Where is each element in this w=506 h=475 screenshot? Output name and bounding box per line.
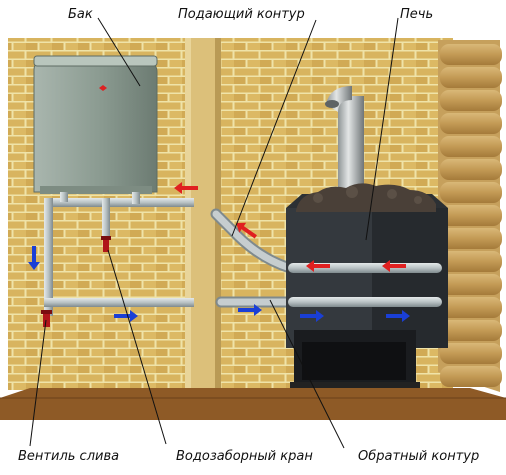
label-intake-tap: Водозаборный кран — [176, 449, 313, 464]
log-row — [440, 159, 502, 180]
log-row — [440, 182, 502, 203]
log-row — [440, 251, 502, 272]
red-arrow-icon — [174, 182, 198, 194]
tank-pipework — [44, 192, 194, 316]
blue-arrow-icon — [114, 310, 138, 322]
label-return-circuit: Обратный контур — [358, 449, 479, 464]
log-row — [440, 274, 502, 295]
label-tank: Бак — [68, 7, 93, 22]
water-tank — [33, 55, 158, 194]
log-row — [440, 297, 502, 318]
log-row — [440, 228, 502, 249]
log-row — [440, 366, 502, 387]
callout-tank — [97, 17, 141, 87]
label-supply-circuit: Подающий контур — [178, 7, 305, 22]
callout-supply — [231, 19, 317, 237]
intake-tap-icon — [101, 236, 111, 252]
log-row — [440, 320, 502, 341]
log-row — [440, 67, 502, 88]
stove-stones — [296, 183, 436, 212]
label-drain-valve: Вентиль слива — [18, 449, 119, 464]
callout-drain — [29, 319, 47, 447]
callout-intake — [107, 249, 167, 445]
floor — [0, 388, 506, 420]
red-arrow-icon — [306, 260, 330, 272]
red-arrow-icon — [236, 222, 257, 239]
blue-arrow-icon — [386, 310, 410, 322]
drain-valve-icon — [41, 310, 52, 327]
tank-badge-icon — [99, 85, 107, 91]
label-stove: Печь — [400, 7, 433, 22]
sauna-stove — [286, 86, 448, 388]
blue-arrow-icon — [300, 310, 324, 322]
blue-arrow-icon — [238, 304, 262, 316]
callout-stove — [365, 17, 399, 241]
log-row — [440, 44, 502, 65]
chimney — [338, 96, 364, 196]
log-row — [440, 136, 502, 157]
log-row — [440, 90, 502, 111]
log-wall — [438, 40, 502, 392]
callout-lines — [29, 17, 399, 449]
callout-return — [269, 299, 345, 449]
red-arrow-icon — [382, 260, 406, 272]
log-row — [440, 343, 502, 364]
stove-return-band — [288, 297, 442, 307]
log-row — [440, 205, 502, 226]
blue-arrow-icon — [28, 246, 40, 270]
log-row — [440, 113, 502, 134]
